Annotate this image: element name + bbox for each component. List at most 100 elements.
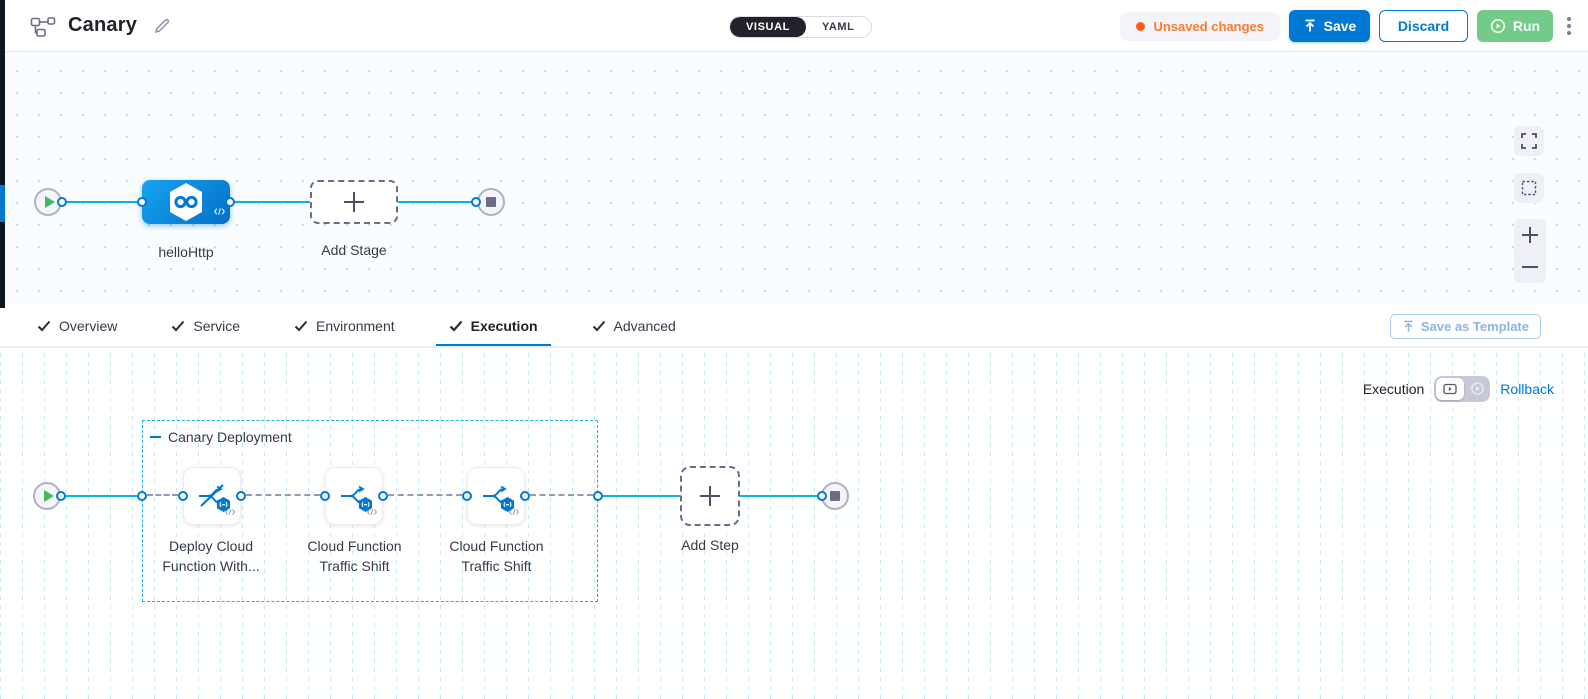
port [520, 491, 530, 501]
execution-rollback-row: Execution Rollback [1363, 376, 1554, 402]
execution-rollback-switch[interactable] [1434, 376, 1491, 402]
tab-execution[interactable]: Execution [422, 305, 565, 346]
check-icon [37, 320, 51, 331]
edge-dashed [388, 494, 462, 496]
group-header: Canary Deployment [150, 429, 292, 445]
tab-label: Overview [59, 317, 118, 334]
upload-icon [1305, 19, 1315, 32]
port [137, 491, 147, 501]
function-badge-icon [215, 496, 232, 518]
zoom-in-button[interactable] [1522, 227, 1538, 243]
edge-dashed [246, 494, 320, 496]
edge-dashed [530, 494, 593, 496]
execution-knob [1436, 378, 1465, 400]
unsaved-changes-badge: Unsaved changes [1120, 11, 1280, 41]
port [320, 491, 330, 501]
more-options-kebab-icon[interactable] [1562, 11, 1576, 41]
tab-label: Advanced [613, 317, 676, 334]
tab-advanced[interactable]: Advanced [565, 305, 703, 346]
rail-accent-marker [0, 185, 5, 222]
edit-title-icon[interactable] [153, 17, 171, 35]
port [462, 491, 472, 501]
edge-start-to-group [66, 495, 137, 497]
function-badge-icon [357, 496, 374, 518]
code-icon [214, 203, 225, 221]
fullscreen-button[interactable] [1514, 126, 1544, 156]
edge-group-to-addstep [603, 495, 680, 497]
execution-steps-icon [1443, 383, 1457, 395]
upload-icon [1404, 320, 1413, 332]
port [471, 197, 481, 207]
check-icon [592, 320, 605, 331]
discard-button[interactable]: Discard [1379, 10, 1468, 42]
save-button-label: Save [1323, 18, 1357, 34]
stage-graph-canvas[interactable]: helloHttp Add Stage [0, 52, 1588, 305]
visual-yaml-toggle: VISUAL YAML [729, 16, 872, 38]
edge-start-to-stage [67, 201, 142, 203]
rollback-link[interactable]: Rollback [1500, 381, 1554, 397]
plus-icon [344, 192, 364, 212]
collapse-group-icon[interactable] [150, 436, 161, 438]
edge-dashed [147, 494, 178, 496]
tab-label: Execution [470, 317, 538, 334]
header: Canary VISUAL YAML Unsaved changes Save [0, 0, 1588, 52]
run-button[interactable]: Run [1477, 10, 1553, 42]
rollback-steps-icon [1470, 381, 1485, 401]
marquee-select-icon [1521, 180, 1537, 196]
left-rail [0, 0, 5, 308]
add-stage-button[interactable] [310, 180, 398, 224]
tab-service[interactable]: Service [144, 305, 267, 346]
port [236, 491, 246, 501]
pipeline-icon [30, 15, 56, 37]
unsaved-dot-icon [1136, 21, 1146, 31]
save-as-template-label: Save as Template [1420, 319, 1529, 334]
tab-label: Service [193, 317, 241, 334]
code-icon [509, 503, 519, 521]
marquee-select-button[interactable] [1514, 173, 1544, 203]
tab-label: Environment [316, 317, 395, 334]
toggle-visual[interactable]: VISUAL [730, 17, 806, 37]
check-icon [294, 320, 308, 331]
start-play-icon [44, 196, 55, 208]
stage-tabbar: Overview Service Environment Execution A… [0, 305, 1588, 347]
start-play-icon [43, 490, 54, 502]
edge-addstep-to-end [740, 495, 817, 497]
stage-node-hellohttp[interactable] [142, 180, 230, 224]
step-traffic-shift-2[interactable] [467, 467, 525, 525]
unsaved-changes-label: Unsaved changes [1153, 18, 1264, 34]
stop-icon [830, 491, 840, 501]
port [817, 491, 827, 501]
tab-overview[interactable]: Overview [10, 305, 144, 346]
plus-icon [700, 486, 720, 506]
group-title: Canary Deployment [168, 429, 292, 445]
stage-name-label: helloHttp [158, 244, 214, 260]
canary-deployment-group[interactable] [142, 420, 598, 602]
code-icon [225, 503, 235, 521]
port [178, 491, 188, 501]
add-step-label: Add Step [681, 537, 739, 553]
zoom-controls [1514, 219, 1546, 283]
port [56, 491, 66, 501]
step-traffic-shift-1[interactable] [325, 467, 383, 525]
zoom-out-button[interactable] [1522, 259, 1538, 275]
tab-environment[interactable]: Environment [267, 305, 422, 346]
step-label: Cloud Function Traffic Shift [449, 538, 544, 574]
stage-end-node[interactable] [477, 188, 505, 216]
toggle-yaml[interactable]: YAML [821, 21, 855, 33]
port [378, 491, 388, 501]
port [593, 491, 603, 501]
save-button[interactable]: Save [1289, 10, 1370, 42]
add-step-button[interactable] [680, 466, 740, 526]
page-title: Canary [68, 14, 138, 36]
step-deploy-cloud-function[interactable] [183, 467, 241, 525]
execution-graph-canvas[interactable]: Execution Rollback [0, 347, 1588, 699]
stop-icon [486, 197, 496, 207]
port [225, 197, 235, 207]
step-label: Deploy Cloud Function With... [162, 538, 260, 574]
function-badge-icon [499, 496, 516, 518]
check-icon [449, 320, 462, 332]
edge-addstage-to-end [398, 201, 476, 203]
port [137, 197, 147, 207]
save-as-template-button[interactable]: Save as Template [1389, 314, 1541, 339]
